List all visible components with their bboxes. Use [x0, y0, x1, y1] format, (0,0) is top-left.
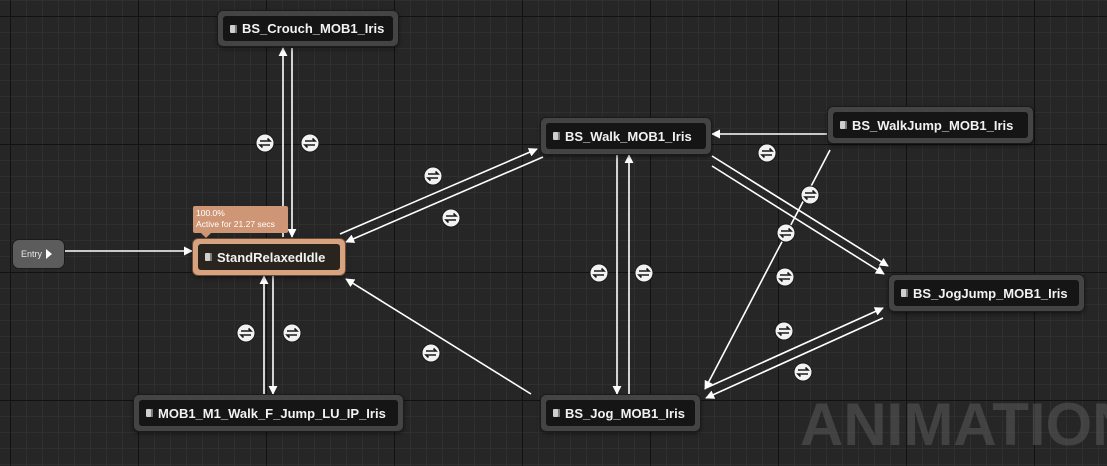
- transition-rule-icon[interactable]: [441, 208, 461, 228]
- transition-rule-icon[interactable]: [236, 323, 256, 343]
- active-weight: 100.0%: [196, 208, 225, 218]
- state-node-walk[interactable]: BS_Walk_MOB1_Iris: [541, 118, 711, 154]
- state-label: BS_Crouch_MOB1_Iris: [242, 21, 385, 36]
- state-node-jog[interactable]: BS_Jog_MOB1_Iris: [541, 395, 700, 431]
- state-icon: [840, 121, 847, 129]
- animation-watermark: ANIMATION: [800, 391, 1107, 458]
- entry-node[interactable]: Entry: [13, 240, 64, 268]
- state-icon: [205, 253, 212, 261]
- transition-rule-icon[interactable]: [776, 223, 796, 243]
- transition-rule-icon[interactable]: [800, 185, 820, 205]
- transition-rule-icon[interactable]: [300, 133, 320, 153]
- state-icon: [230, 24, 237, 33]
- state-icon: [901, 289, 908, 297]
- entry-label: Entry: [21, 249, 43, 259]
- transition-rule-icon[interactable]: [634, 263, 654, 283]
- transition-rule-icon[interactable]: [282, 323, 302, 343]
- state-label: MOB1_M1_Walk_F_Jump_LU_IP_Iris: [158, 405, 386, 421]
- wire-idle-to-walk: [339, 148, 538, 235]
- transition-rule-icon[interactable]: [589, 263, 609, 283]
- active-state-tooltip: 100.0% Active for 21.27 secs: [193, 206, 288, 238]
- state-label: BS_JogJump_MOB1_Iris: [913, 285, 1068, 301]
- transition-rule-icon[interactable]: [255, 133, 275, 153]
- state-label: StandRelaxedIdle: [217, 249, 326, 265]
- transition-rule-icon[interactable]: [793, 362, 813, 382]
- state-node-walk-jump-lu[interactable]: MOB1_M1_Walk_F_Jump_LU_IP_Iris: [134, 395, 403, 431]
- transition-rule-icon[interactable]: [757, 143, 777, 163]
- state-node-crouch[interactable]: BS_Crouch_MOB1_Iris: [218, 11, 398, 46]
- entry-play-icon: [46, 249, 53, 259]
- wire-jog-to-idle: [345, 278, 532, 395]
- active-time: Active for 21.27 secs: [196, 219, 275, 229]
- state-label: BS_Walk_MOB1_Iris: [565, 128, 692, 144]
- wire-jogjump-to-jog: [705, 317, 884, 399]
- state-node-jogjump[interactable]: BS_JogJump_MOB1_Iris: [889, 275, 1084, 311]
- wire-walk-to-jogjump-a: [711, 155, 889, 267]
- state-icon: [553, 409, 560, 417]
- state-label: BS_Jog_MOB1_Iris: [565, 405, 685, 421]
- state-icon: [553, 132, 560, 140]
- state-node-walkjump[interactable]: BS_WalkJump_MOB1_Iris: [828, 107, 1033, 143]
- transition-rule-icon[interactable]: [421, 343, 441, 363]
- state-label: BS_WalkJump_MOB1_Iris: [852, 117, 1014, 133]
- transition-rule-icon[interactable]: [774, 321, 794, 341]
- wire-walk-to-idle: [345, 156, 544, 243]
- wire-walk-to-jogjump-b: [711, 165, 885, 275]
- transition-rule-icon[interactable]: [423, 166, 443, 186]
- wire-jog-to-jogjump: [705, 307, 884, 389]
- state-icon: [146, 409, 153, 417]
- state-node-idle[interactable]: StandRelaxedIdle: [193, 239, 345, 275]
- transition-rule-icon[interactable]: [775, 267, 795, 287]
